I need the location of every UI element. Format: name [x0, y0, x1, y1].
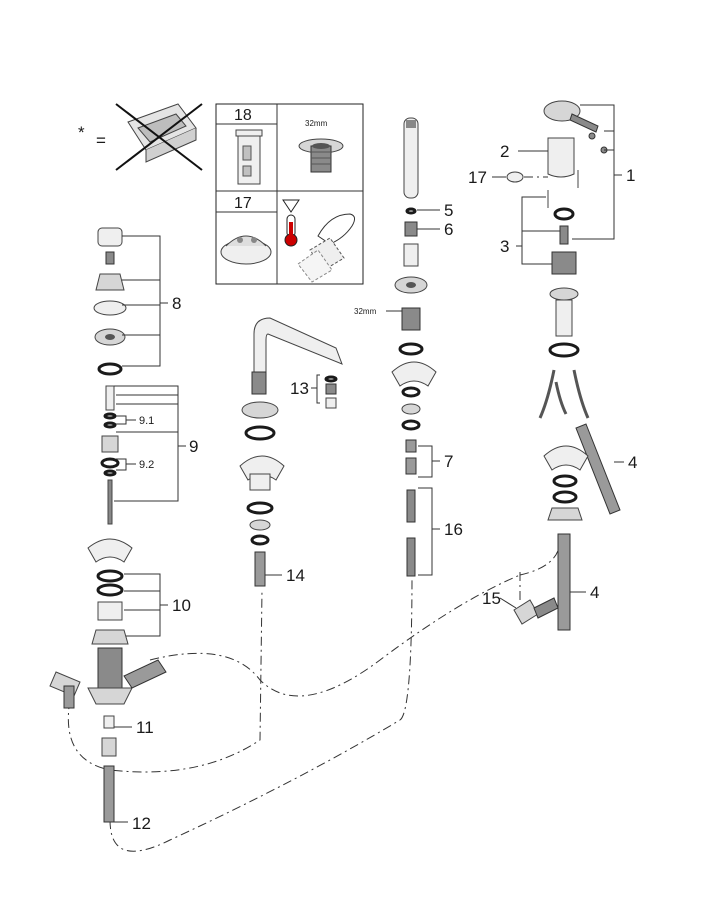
spout-assembly	[239, 317, 343, 587]
angle-valve-15	[513, 597, 559, 625]
callout-10: 10	[172, 596, 191, 615]
legend-size-label: 32mm	[305, 119, 328, 128]
callout-numbers: 8 9 9.1 9.2 10 11 12 13 14 5 6 32mm 7 16…	[132, 142, 637, 833]
nut	[91, 629, 129, 645]
callout-8: 8	[172, 294, 181, 313]
cartridge	[551, 251, 577, 275]
faucet-handle-icon	[297, 213, 356, 283]
callout-4-upper: 4	[628, 453, 637, 472]
callout-3: 3	[500, 237, 509, 256]
aerator-13	[324, 375, 338, 409]
callout-14: 14	[286, 566, 305, 585]
valve-body-part	[101, 435, 119, 453]
handle-stop-17-icon	[220, 235, 272, 265]
callout-2: 2	[500, 142, 509, 161]
valve-body	[97, 647, 123, 689]
callout-9-2: 9.2	[139, 459, 154, 471]
callout-17: 17	[468, 168, 487, 187]
hose-14	[254, 551, 266, 587]
crossed-out-packaging-icon	[115, 103, 203, 171]
flex-hose	[575, 423, 621, 515]
screw	[105, 251, 115, 265]
o-ring	[97, 362, 123, 376]
temperature-icon	[282, 199, 300, 247]
size-label-32mm: 32mm	[354, 307, 377, 316]
handle-cap	[547, 137, 575, 178]
leader-lines	[114, 104, 624, 823]
legend: * = 18 32mm	[78, 103, 364, 285]
handle-stop-17	[506, 171, 524, 183]
callout-13: 13	[290, 379, 309, 398]
hose-12	[103, 765, 115, 823]
mixer-assembly	[506, 100, 621, 631]
sleeve	[97, 601, 123, 621]
hose-fitting	[123, 659, 167, 689]
callout-11: 11	[136, 718, 154, 737]
hand-shower	[403, 117, 419, 199]
callout-16: 16	[444, 520, 463, 539]
asterisk-symbol: *	[78, 123, 85, 142]
connection-lines	[67, 539, 561, 852]
valve-rod	[107, 479, 113, 525]
legend-table: 18 32mm 17	[215, 103, 364, 285]
hand-shower-assembly	[391, 117, 437, 577]
nut-32mm-icon	[298, 138, 344, 173]
legend-label-17: 17	[234, 195, 252, 212]
callout-15: 15	[482, 589, 501, 608]
callout-1: 1	[626, 166, 635, 185]
gasket-seal	[87, 538, 133, 563]
valve-assembly-left	[49, 227, 167, 823]
equals-symbol: =	[96, 131, 106, 150]
callout-9: 9	[189, 437, 198, 456]
spindle	[105, 385, 115, 411]
callout-4-lower: 4	[590, 583, 599, 602]
hose-4	[557, 533, 571, 631]
cartridge-18-icon	[235, 129, 263, 185]
callout-12: 12	[132, 814, 151, 833]
rosette	[93, 300, 127, 316]
spout	[253, 317, 343, 373]
cap	[97, 227, 123, 247]
callout-6: 6	[444, 220, 453, 239]
legend-label-18: 18	[234, 107, 252, 124]
callout-9-1: 9.1	[139, 415, 154, 427]
callout-7: 7	[444, 452, 453, 471]
callout-5: 5	[444, 201, 453, 220]
valve-head	[95, 273, 125, 291]
